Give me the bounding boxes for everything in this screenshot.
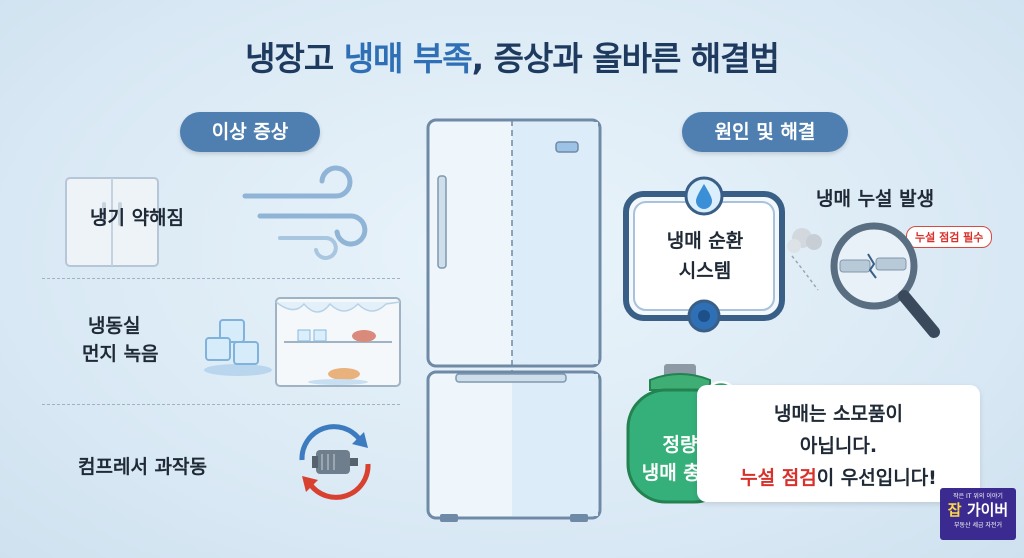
page-title: 냉장고 냉매 부족, 증상과 올바른 해결법 (0, 32, 1024, 80)
compressor-cycle-icon (299, 424, 371, 500)
ice-cubes-icon (204, 319, 272, 376)
card-line3-rest: 이 우선입니다! (816, 467, 937, 489)
logo-main-b: 가이버 (966, 501, 1009, 519)
logo-main-a: 잡 (947, 501, 962, 519)
symptoms-header: 이상 증상 (180, 112, 320, 152)
tank-line1: 정량 (662, 434, 698, 456)
wind-icon (242, 165, 368, 260)
logo-main: 잡 가이버 (940, 500, 1016, 520)
cycle-line1: 냉매 순환 (666, 230, 744, 252)
leak-check-badge: 누설 점검 필수 (906, 226, 993, 248)
card-line3-highlight: 누설 점검 (740, 467, 817, 489)
leak-title: 냉매 누설 발생 (816, 188, 935, 210)
divider (42, 404, 400, 405)
card-line2: 아닙니다. (799, 435, 878, 457)
symptom-freezer-line2: 먼지 녹음 (82, 343, 159, 365)
card-line1: 냉매는 소모품이 (774, 403, 903, 425)
magnifier-icon (830, 222, 940, 338)
title-part1: 냉장고 (245, 39, 344, 78)
divider (42, 278, 400, 279)
weak-cold-fridge-icon (65, 177, 159, 267)
refrigerator-illustration (426, 118, 602, 522)
freezer-interior-icon (275, 297, 401, 387)
logo-bottom: 부동산 세금 자전거 (954, 522, 1002, 529)
symptom-weak-cold: 냉기 약해짐 (90, 207, 185, 229)
symptom-freezer-line1: 냉동실 (88, 315, 141, 337)
brand-logo: 작은 IT 위의 이야기 잡 가이버 부동산 세금 자전거 (940, 488, 1016, 540)
title-accent: 냉매 부족 (343, 39, 473, 78)
message-card: 냉매는 소모품이 아닙니다. 누설 점검이 우선입니다! (697, 385, 980, 502)
card-line3: 누설 점검이 우선입니다! (697, 463, 980, 490)
water-drop-icon (684, 176, 724, 216)
causes-header: 원인 및 해결 (682, 112, 848, 152)
cycle-line2: 시스템 (678, 260, 732, 282)
leak-smoke-icon (787, 228, 822, 291)
symptom-compressor: 컴프레서 과작동 (78, 456, 207, 478)
title-part2: , 증상과 올바른 해결법 (471, 39, 780, 78)
logo-top: 작은 IT 위의 이야기 (953, 493, 1003, 500)
valve-icon (687, 299, 721, 333)
